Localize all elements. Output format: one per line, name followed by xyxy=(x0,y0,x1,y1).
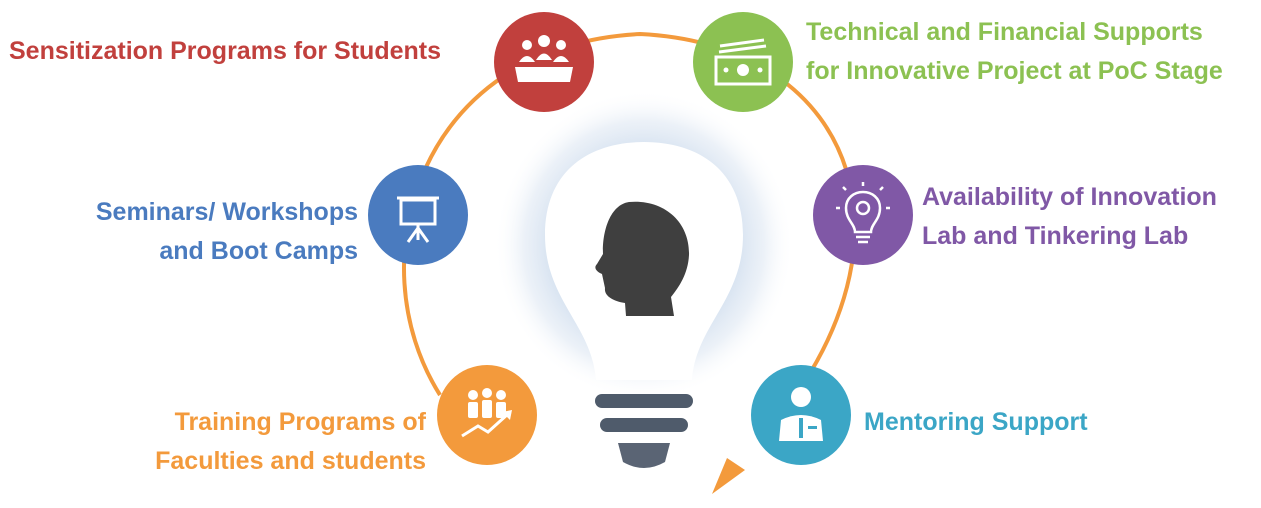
presentation-board-icon xyxy=(397,196,439,243)
item-circle-sensitization xyxy=(494,12,594,112)
item-circle-innovation-lab xyxy=(813,165,913,265)
item-circle-training xyxy=(437,365,537,465)
item-circle-mentoring xyxy=(751,365,851,465)
mentor-person-icon xyxy=(779,387,823,441)
bulb-base-tip xyxy=(618,443,670,468)
label-line: Availability of Innovation xyxy=(922,183,1217,211)
people-growth-icon xyxy=(461,388,512,438)
label-line: Mentoring Support xyxy=(864,408,1088,436)
lightbulb-gear-icon xyxy=(836,182,890,244)
bulb-base-stripe xyxy=(595,394,693,408)
item-circle-seminars xyxy=(368,165,468,265)
label-seminars: Seminars/ Workshops and Boot Camps xyxy=(96,193,358,271)
label-sensitization: Sensitization Programs for Students xyxy=(9,32,441,71)
label-line: Faculties and students xyxy=(155,447,426,475)
label-innovation-lab: Availability of Innovation Lab and Tinke… xyxy=(922,178,1217,256)
head-silhouette-icon xyxy=(595,201,690,316)
arc-arrowhead xyxy=(712,458,745,494)
label-financial: Technical and Financial Supports for Inn… xyxy=(806,13,1223,91)
label-line: and Boot Camps xyxy=(159,237,358,265)
item-circle-financial xyxy=(693,12,793,112)
label-training: Training Programs of Faculties and stude… xyxy=(155,403,426,481)
label-line: Training Programs of xyxy=(174,408,426,436)
label-line: for Innovative Project at PoC Stage xyxy=(806,57,1223,85)
label-line: Sensitization Programs for Students xyxy=(9,37,442,65)
bulb-base-stripe xyxy=(600,418,688,432)
label-line: Lab and Tinkering Lab xyxy=(922,222,1189,250)
label-line: Technical and Financial Supports xyxy=(806,18,1203,46)
lightbulb xyxy=(494,90,794,468)
money-banknote-icon xyxy=(714,38,772,86)
group-meeting-icon xyxy=(515,35,573,82)
label-mentoring: Mentoring Support xyxy=(864,403,1088,442)
label-line: Seminars/ Workshops xyxy=(95,198,358,226)
